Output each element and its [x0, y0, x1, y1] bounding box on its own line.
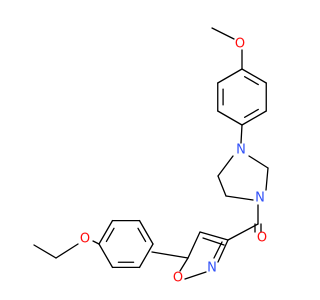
isoxazole-nitrogen-label: N [207, 261, 217, 276]
isoxazole-bond [199, 231, 229, 241]
carbonyl-isoxazole-bond [227, 223, 259, 241]
ethoxyphenyl-ring-bond [98, 219, 114, 245]
isoxazole-bond [217, 239, 229, 263]
methoxy-ch3-bond [211, 27, 235, 40]
piperazine-bond [217, 155, 234, 177]
piperazine-bond [217, 175, 227, 197]
piperazine-bond [225, 195, 254, 201]
isoxazole-bond [179, 257, 189, 272]
methoxyphenyl-ring-bond [217, 110, 243, 126]
methoxyphenyl-ring-bond [241, 110, 267, 126]
piperazine-bottom-nitrogen-label: N [255, 191, 265, 206]
ethoxyphenyl-ring-bond [98, 243, 114, 269]
methoxyphenyl-ring-double-bond [243, 76, 259, 86]
atom-label-layer: O N N O N O O [80, 37, 267, 286]
aryl-n-bond [240, 124, 243, 144]
ethoxyphenyl-ring-double-bond [105, 227, 115, 243]
piperazine-bond [248, 155, 269, 169]
isoxazole-aryl-bond [151, 251, 189, 259]
aryl-o-ethoxy-bond [92, 240, 100, 245]
isoxazole-double-bond [213, 241, 223, 259]
carbonyl-oxygen-label: O [257, 231, 267, 246]
ethoxyphenyl-ring-double-bond [137, 227, 147, 243]
methoxyphenyl-ring-bond [241, 68, 267, 84]
isoxazole-bond [184, 271, 207, 280]
methoxy-oxygen-label: O [235, 37, 245, 52]
piperazine-bond [265, 167, 269, 191]
bond-layer [33, 27, 269, 280]
ethoxy-oxygen-label: O [80, 232, 90, 247]
molecule-structure: O N N O N O O [33, 27, 269, 286]
ethoxy-ch3-bond [33, 244, 57, 259]
ethoxyphenyl-ring-bond [138, 219, 154, 245]
ethoxy-ch2-bond [55, 243, 79, 259]
methoxyphenyl-ring-bond [217, 68, 243, 84]
isoxazole-oxygen-label: O [173, 271, 183, 286]
ethoxyphenyl-ring-bond [138, 243, 154, 269]
piperazine-top-nitrogen-label: N [236, 143, 246, 158]
isoxazole-bond [187, 231, 201, 259]
methoxyphenyl-ring-double-bond [243, 108, 259, 118]
